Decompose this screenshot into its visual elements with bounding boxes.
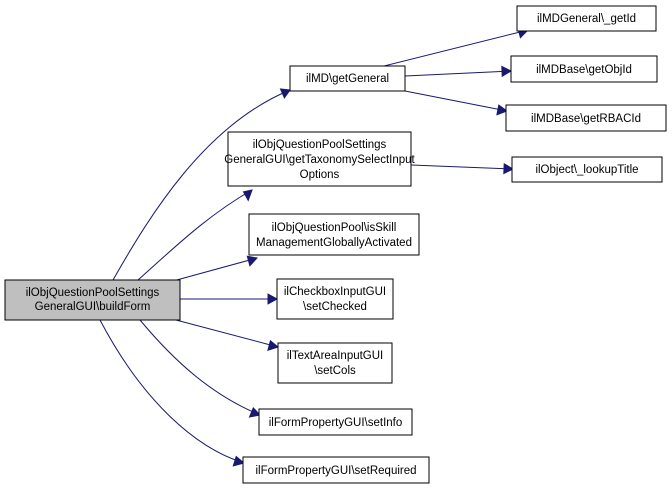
edge-root-to-isSkill — [172, 255, 258, 282]
node-getTaxonomy-line-3: Options — [300, 169, 340, 181]
node-getTaxonomy[interactable]: ilObjQuestionPoolSettings GeneralGUI\get… — [224, 131, 416, 187]
node-getGeneral[interactable]: ilMD\getGeneral — [289, 65, 406, 92]
node-getObjId[interactable]: ilMDBase\getObjId — [510, 55, 658, 83]
edge-getGeneral-to-getId — [375, 27, 530, 69]
node-isSkill-line-1: ilObjQuestionPool\isSkill — [272, 222, 397, 234]
node-getId[interactable]: ilMDGeneral\_getId — [516, 5, 657, 32]
node-getRBACId[interactable]: ilMDBase\getRBACId — [505, 104, 667, 132]
node-setInfo[interactable]: ilFormPropertyGUI\setInfo — [258, 408, 413, 436]
node-setRequired-line-1: ilFormPropertyGUI\setRequired — [255, 465, 416, 477]
node-root[interactable]: ilObjQuestionPoolSettings GeneralGUI\bui… — [4, 279, 181, 321]
node-setCols-line-1: ilTextAreaInputGUI — [287, 350, 384, 362]
edge-root-to-setInfo — [139, 319, 261, 418]
node-getRBACId-line-1: ilMDBase\getRBACId — [531, 113, 641, 125]
node-isSkill-line-2: ManagementGloballyActivated — [256, 237, 412, 249]
edge-root-to-setCols — [175, 319, 280, 352]
node-setCols[interactable]: ilTextAreaInputGUI \setCols — [277, 342, 393, 384]
node-root-line-2: GeneralGUI\buildForm — [35, 301, 151, 313]
edge-root-to-setRequired — [99, 319, 246, 467]
node-setCols-line-2: \setCols — [314, 365, 356, 377]
node-isSkill[interactable]: ilObjQuestionPool\isSkill ManagementGlob… — [248, 213, 420, 256]
node-getTaxonomy-line-2: GeneralGUI\getTaxonomySelectInput — [224, 154, 415, 166]
node-getTaxonomy-line-1: ilObjQuestionPoolSettings — [253, 139, 387, 151]
edge-root-to-getTaxonomy — [137, 189, 253, 281]
edges-layer — [99, 27, 530, 467]
node-getGeneral-line-1: ilMD\getGeneral — [306, 73, 389, 85]
node-lookupTitle[interactable]: ilObject\_lookupTitle — [511, 156, 663, 183]
edge-root-to-setChecked — [180, 293, 279, 305]
node-lookupTitle-line-1: ilObject\_lookupTitle — [535, 164, 638, 176]
node-getObjId-line-1: ilMDBase\getObjId — [536, 64, 632, 76]
node-setInfo-line-1: ilFormPropertyGUI\setInfo — [269, 417, 403, 429]
edge-root-to-getGeneral — [112, 88, 291, 281]
node-setChecked[interactable]: ilCheckboxInputGUI \setChecked — [276, 278, 394, 320]
node-setChecked-line-1: ilCheckboxInputGUI — [284, 286, 386, 298]
edge-getGeneral-to-getRBACId — [404, 90, 509, 116]
node-getId-line-1: ilMDGeneral\_getId — [537, 13, 636, 25]
nodes-layer: ilObjQuestionPoolSettings GeneralGUI\bui… — [4, 5, 667, 484]
node-setRequired[interactable]: ilFormPropertyGUI\setRequired — [242, 456, 430, 484]
edge-getTaxonomy-to-lookupTitle — [410, 162, 515, 175]
edge-getGeneral-to-getObjId — [404, 65, 513, 78]
node-root-line-1: ilObjQuestionPoolSettings — [26, 287, 160, 299]
node-setChecked-line-2: \setChecked — [303, 301, 367, 313]
